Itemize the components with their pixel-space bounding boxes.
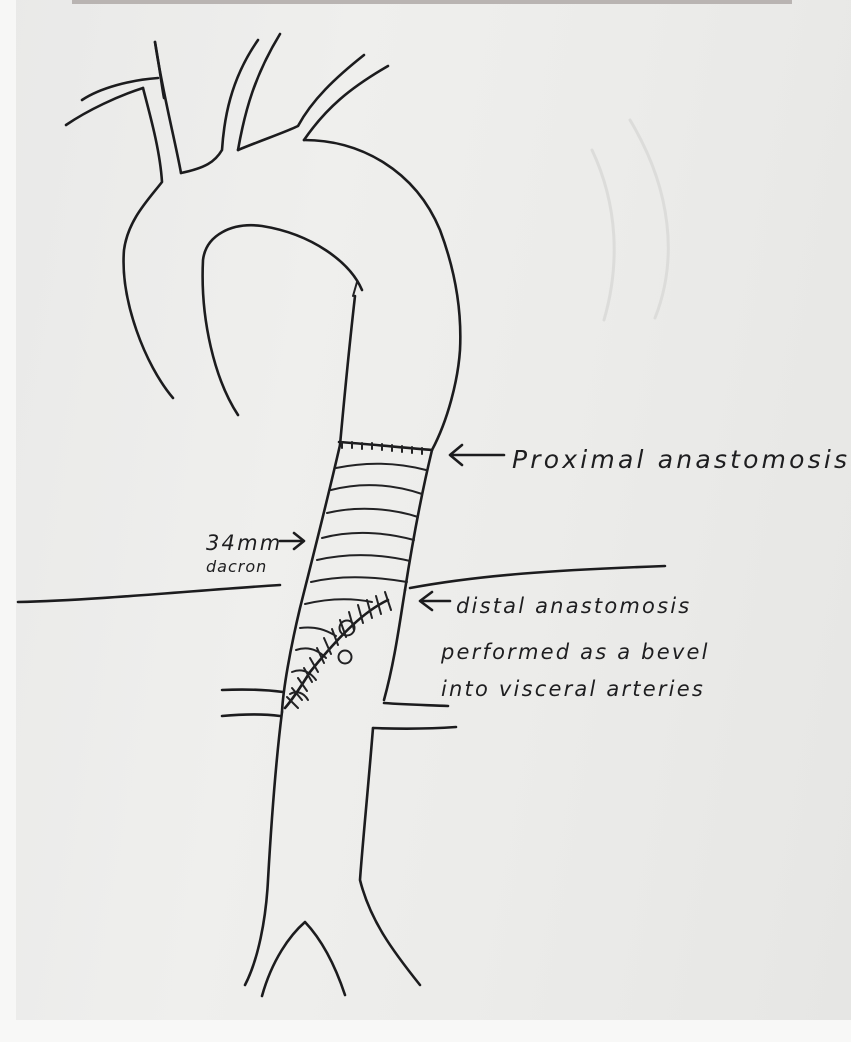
annotation-arrows [280, 445, 504, 610]
graft-material-label: dacron [206, 557, 267, 576]
distal-anastomosis-label-line2: performed as a bevel [440, 640, 710, 664]
faint-pencil-marks [592, 120, 668, 320]
abdominal-aorta [222, 590, 456, 996]
graft-size-label: 34mm [206, 531, 282, 555]
dacron-graft [282, 442, 432, 712]
distal-anastomosis-label-line3: into visceral arteries [441, 677, 705, 701]
aortic-arch [66, 34, 460, 450]
proximal-anastomosis-label: Proximal anastomosis [512, 445, 850, 474]
distal-anastomosis-label-line1: distal anastomosis [456, 594, 691, 618]
